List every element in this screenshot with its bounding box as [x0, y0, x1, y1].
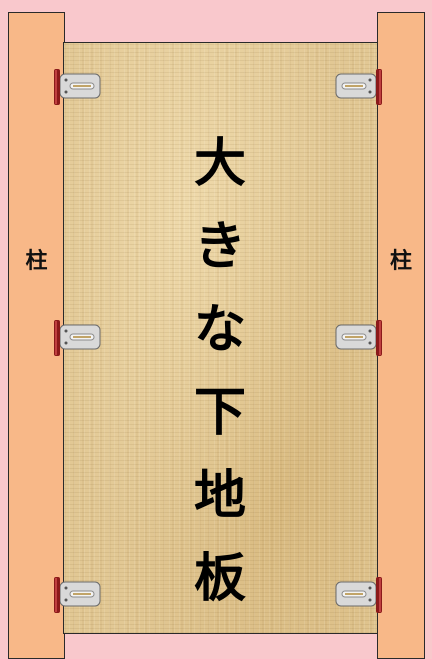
board-title-char: 地: [193, 466, 246, 526]
board-title-char: 板: [193, 549, 246, 609]
hinge-icon: [50, 66, 102, 108]
hinge-icon: [50, 317, 102, 359]
right-pillar-label: 柱: [389, 249, 412, 274]
hinge-icon: [334, 66, 386, 108]
hinge-icon: [334, 574, 386, 616]
board-title-char: き: [193, 217, 246, 277]
hinge-icon: [50, 574, 102, 616]
board-title: 大 き な 下 地 板: [184, 123, 256, 621]
board-title-char: な: [193, 300, 246, 360]
left-pillar-label: 柱: [25, 249, 48, 274]
board-title-char: 下: [193, 383, 246, 443]
board-title-char: 大: [193, 134, 246, 194]
base-board: 大 き な 下 地 板: [63, 42, 378, 634]
hinge-icon: [334, 317, 386, 359]
